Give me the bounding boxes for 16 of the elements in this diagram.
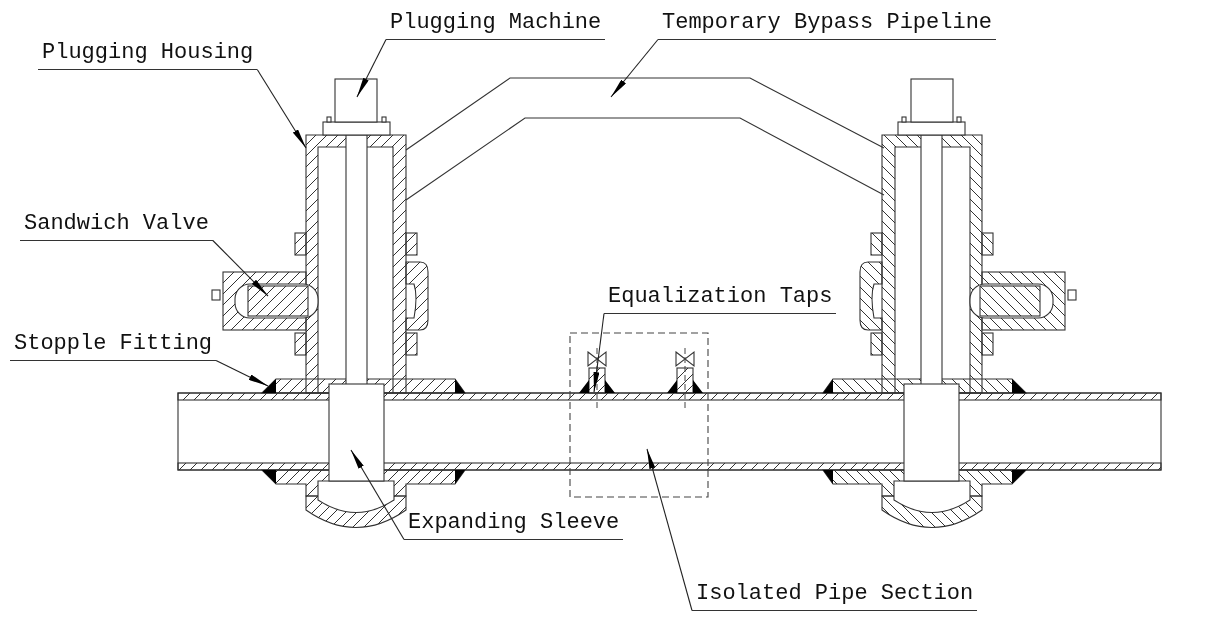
leader-line	[646, 448, 693, 612]
leader-line	[215, 359, 269, 387]
part-label: Plugging Machine	[386, 10, 606, 40]
part-label: Isolated Pipe Section	[692, 581, 978, 611]
part-label: Stopple Fitting	[10, 331, 217, 361]
part-label: Plugging Housing	[38, 40, 258, 70]
leader-line	[610, 38, 659, 98]
part-label: Equalization Taps	[604, 284, 837, 314]
leader-line	[350, 449, 405, 541]
part-label: Sandwich Valve	[20, 211, 213, 241]
leader-line	[356, 38, 387, 98]
part-label: Temporary Bypass Pipeline	[658, 10, 997, 40]
leader-line	[593, 312, 605, 393]
leader-line	[256, 68, 307, 149]
part-label: Expanding Sleeve	[404, 510, 624, 540]
leader-line	[212, 239, 269, 297]
